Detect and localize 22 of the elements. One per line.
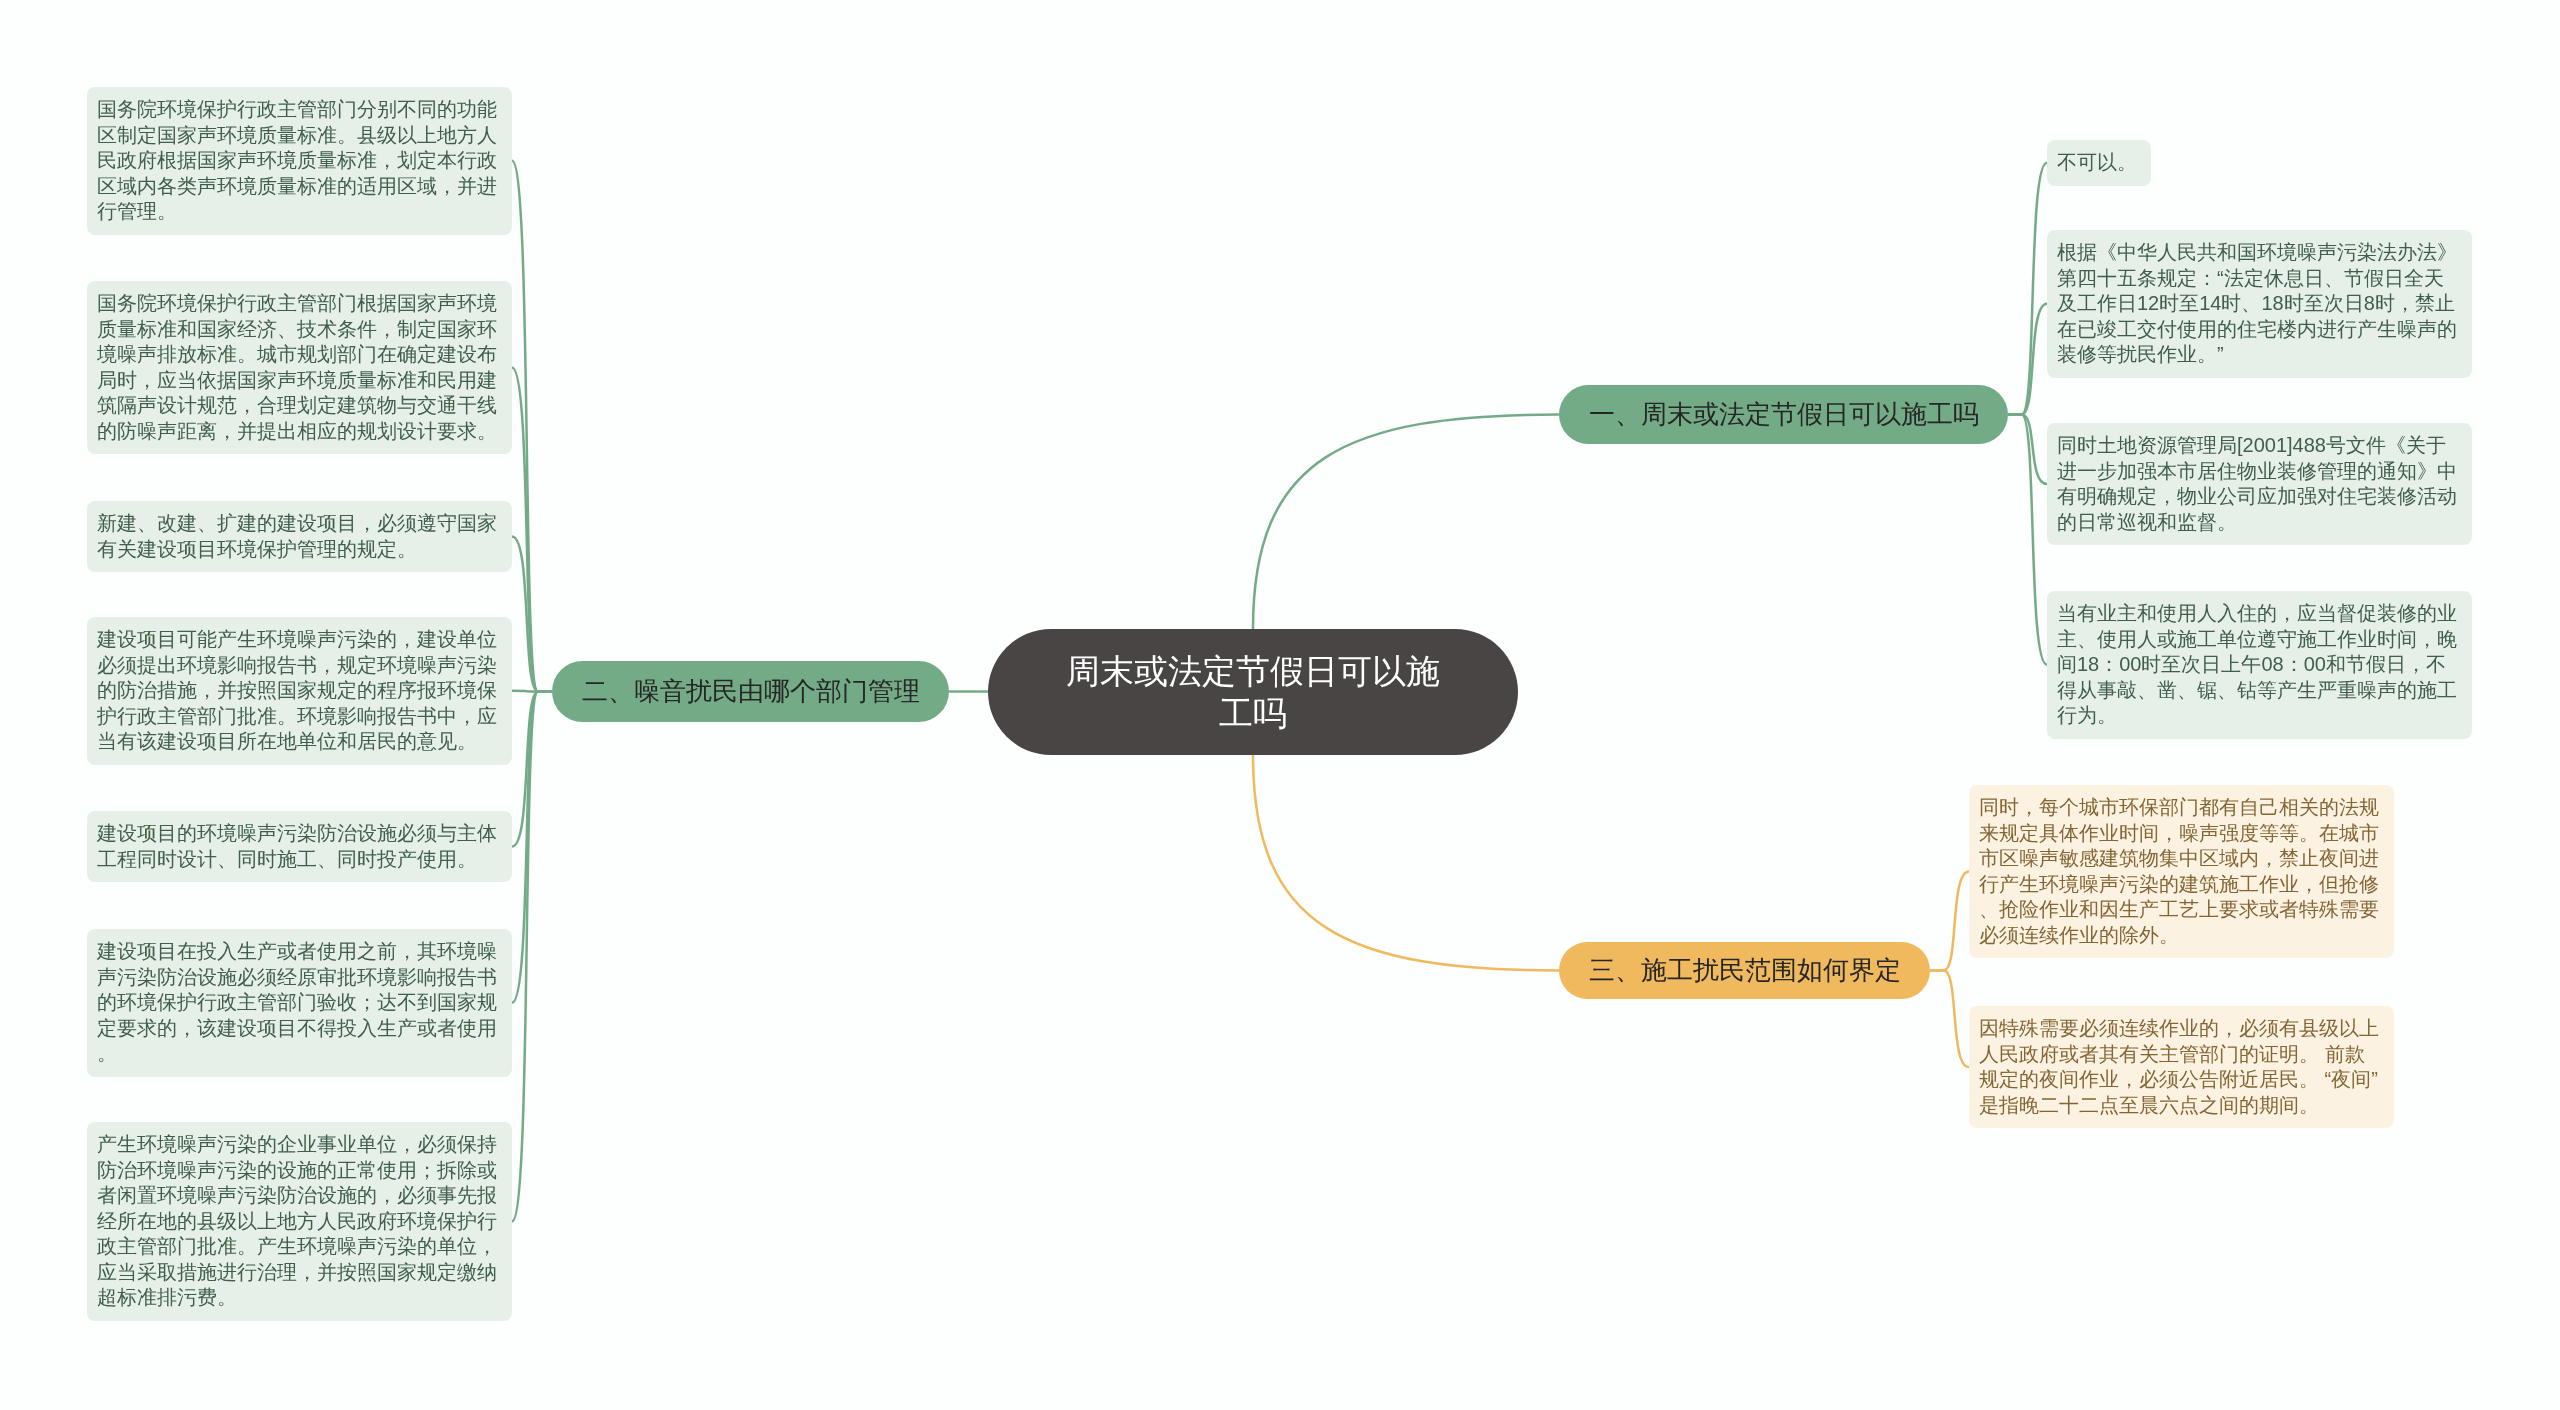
connector — [1930, 969, 1970, 1069]
note-box: 同时，每个城市环保部门都有自己相关的法规来规定具体作业时间，噪声强度等等。在城市市区噪声敏感建筑物集中区域内，禁止夜间进行产生环境噪声污染的建筑施工作业，但抢修、抢险作业和因生产工艺上要求或者特殊需要必须连续作业的除外。 — [1969, 785, 2394, 958]
connector — [1251, 413, 1560, 630]
note-box: 根据《中华人民共和国环境噪声污染法办法》第四十五条规定：“法定休息日、节假日全天及工作日12时至14时、18时至次日8时，禁止在已竣工交付使用的住宅楼内进行产生噪声的装修等扰民作业。” — [2047, 230, 2472, 378]
note-box: 国务院环境保护行政主管部门根据国家声环境质量标准和国家经济、技术条件，制定国家环境噪声排放标准。城市规划部门在确定建设布局时，应当依据国家声环境质量标准和民用建筑隔声设计规范，合理划定建筑物与交通干线的防噪声距离，并提出相应的规划设计要求。 — [87, 281, 512, 454]
connector — [1251, 754, 1560, 972]
note-box: 国务院环境保护行政主管部门分别不同的功能区制定国家声环境质量标准。县级以上地方人民政府根据国家声环境质量标准，划定本行政区域内各类声环境质量标准的适用区域，并进行管理。 — [87, 87, 512, 235]
topic-pill: 三、施工扰民范围如何界定 — [1559, 942, 1930, 999]
note-box: 建设项目可能产生环境噪声污染的，建设单位必须提出环境影响报告书，规定环境噪声污染的防治措施，并按照国家规定的程序报环境保护行政主管部门批准。环境影响报告书中，应当有该建设项目所在地单位和居民的意见。 — [87, 617, 512, 765]
note-box: 产生环境噪声污染的企业事业单位，必须保持防治环境噪声污染的设施的正常使用；拆除或者闲置环境噪声污染防治设施的，必须事先报经所在地的县级以上地方人民政府环境保护行政主管部门批准。产生环境噪声污染的单位，应当采取措施进行治理，并按照国家规定缴纳超标准排污费。 — [87, 1122, 512, 1321]
note-box: 不可以。 — [2047, 140, 2151, 186]
note-box: 因特殊需要必须连续作业的，必须有县级以上人民政府或者其有关主管部门的证明。 前款规定的夜间作业，必须公告附近居民。 “夜间”是指晚二十二点至晨六点之间的期间。 — [1969, 1006, 2394, 1128]
note-box: 建设项目在投入生产或者使用之前，其环境噪声污染防治设施必须经原审批环境影响报告书的环境保护行政主管部门验收；达不到国家规定要求的，该建设项目不得投入生产或者使用。 — [87, 929, 512, 1077]
connector — [949, 690, 988, 693]
topic-pill: 一、周末或法定节假日可以施工吗 — [1559, 385, 2008, 444]
note-box: 建设项目的环境噪声污染防治设施必须与主体工程同时设计、同时施工、同时投产使用。 — [87, 811, 512, 882]
note-box: 新建、改建、扩建的建设项目，必须遵守国家有关建设项目环境保护管理的规定。 — [87, 501, 512, 572]
topic-pill: 二、噪音扰民由哪个部门管理 — [552, 661, 949, 722]
central-topic: 周末或法定节假日可以施工吗 — [988, 629, 1518, 755]
note-box: 同时土地资源管理局[2001]488号文件《关于进一步加强本市居住物业装修管理的通知》中有明确规定，物业公司应加强对住宅装修活动的日常巡视和监督。 — [2047, 423, 2472, 545]
note-box: 当有业主和使用人入住的，应当督促装修的业主、使用人或施工单位遵守施工作业时间，晚间18：00时至次日上午08：00和节假日，不得从事敲、凿、锯、钻等产生严重噪声的施工行为。 — [2047, 591, 2472, 739]
connector — [2008, 413, 2048, 666]
